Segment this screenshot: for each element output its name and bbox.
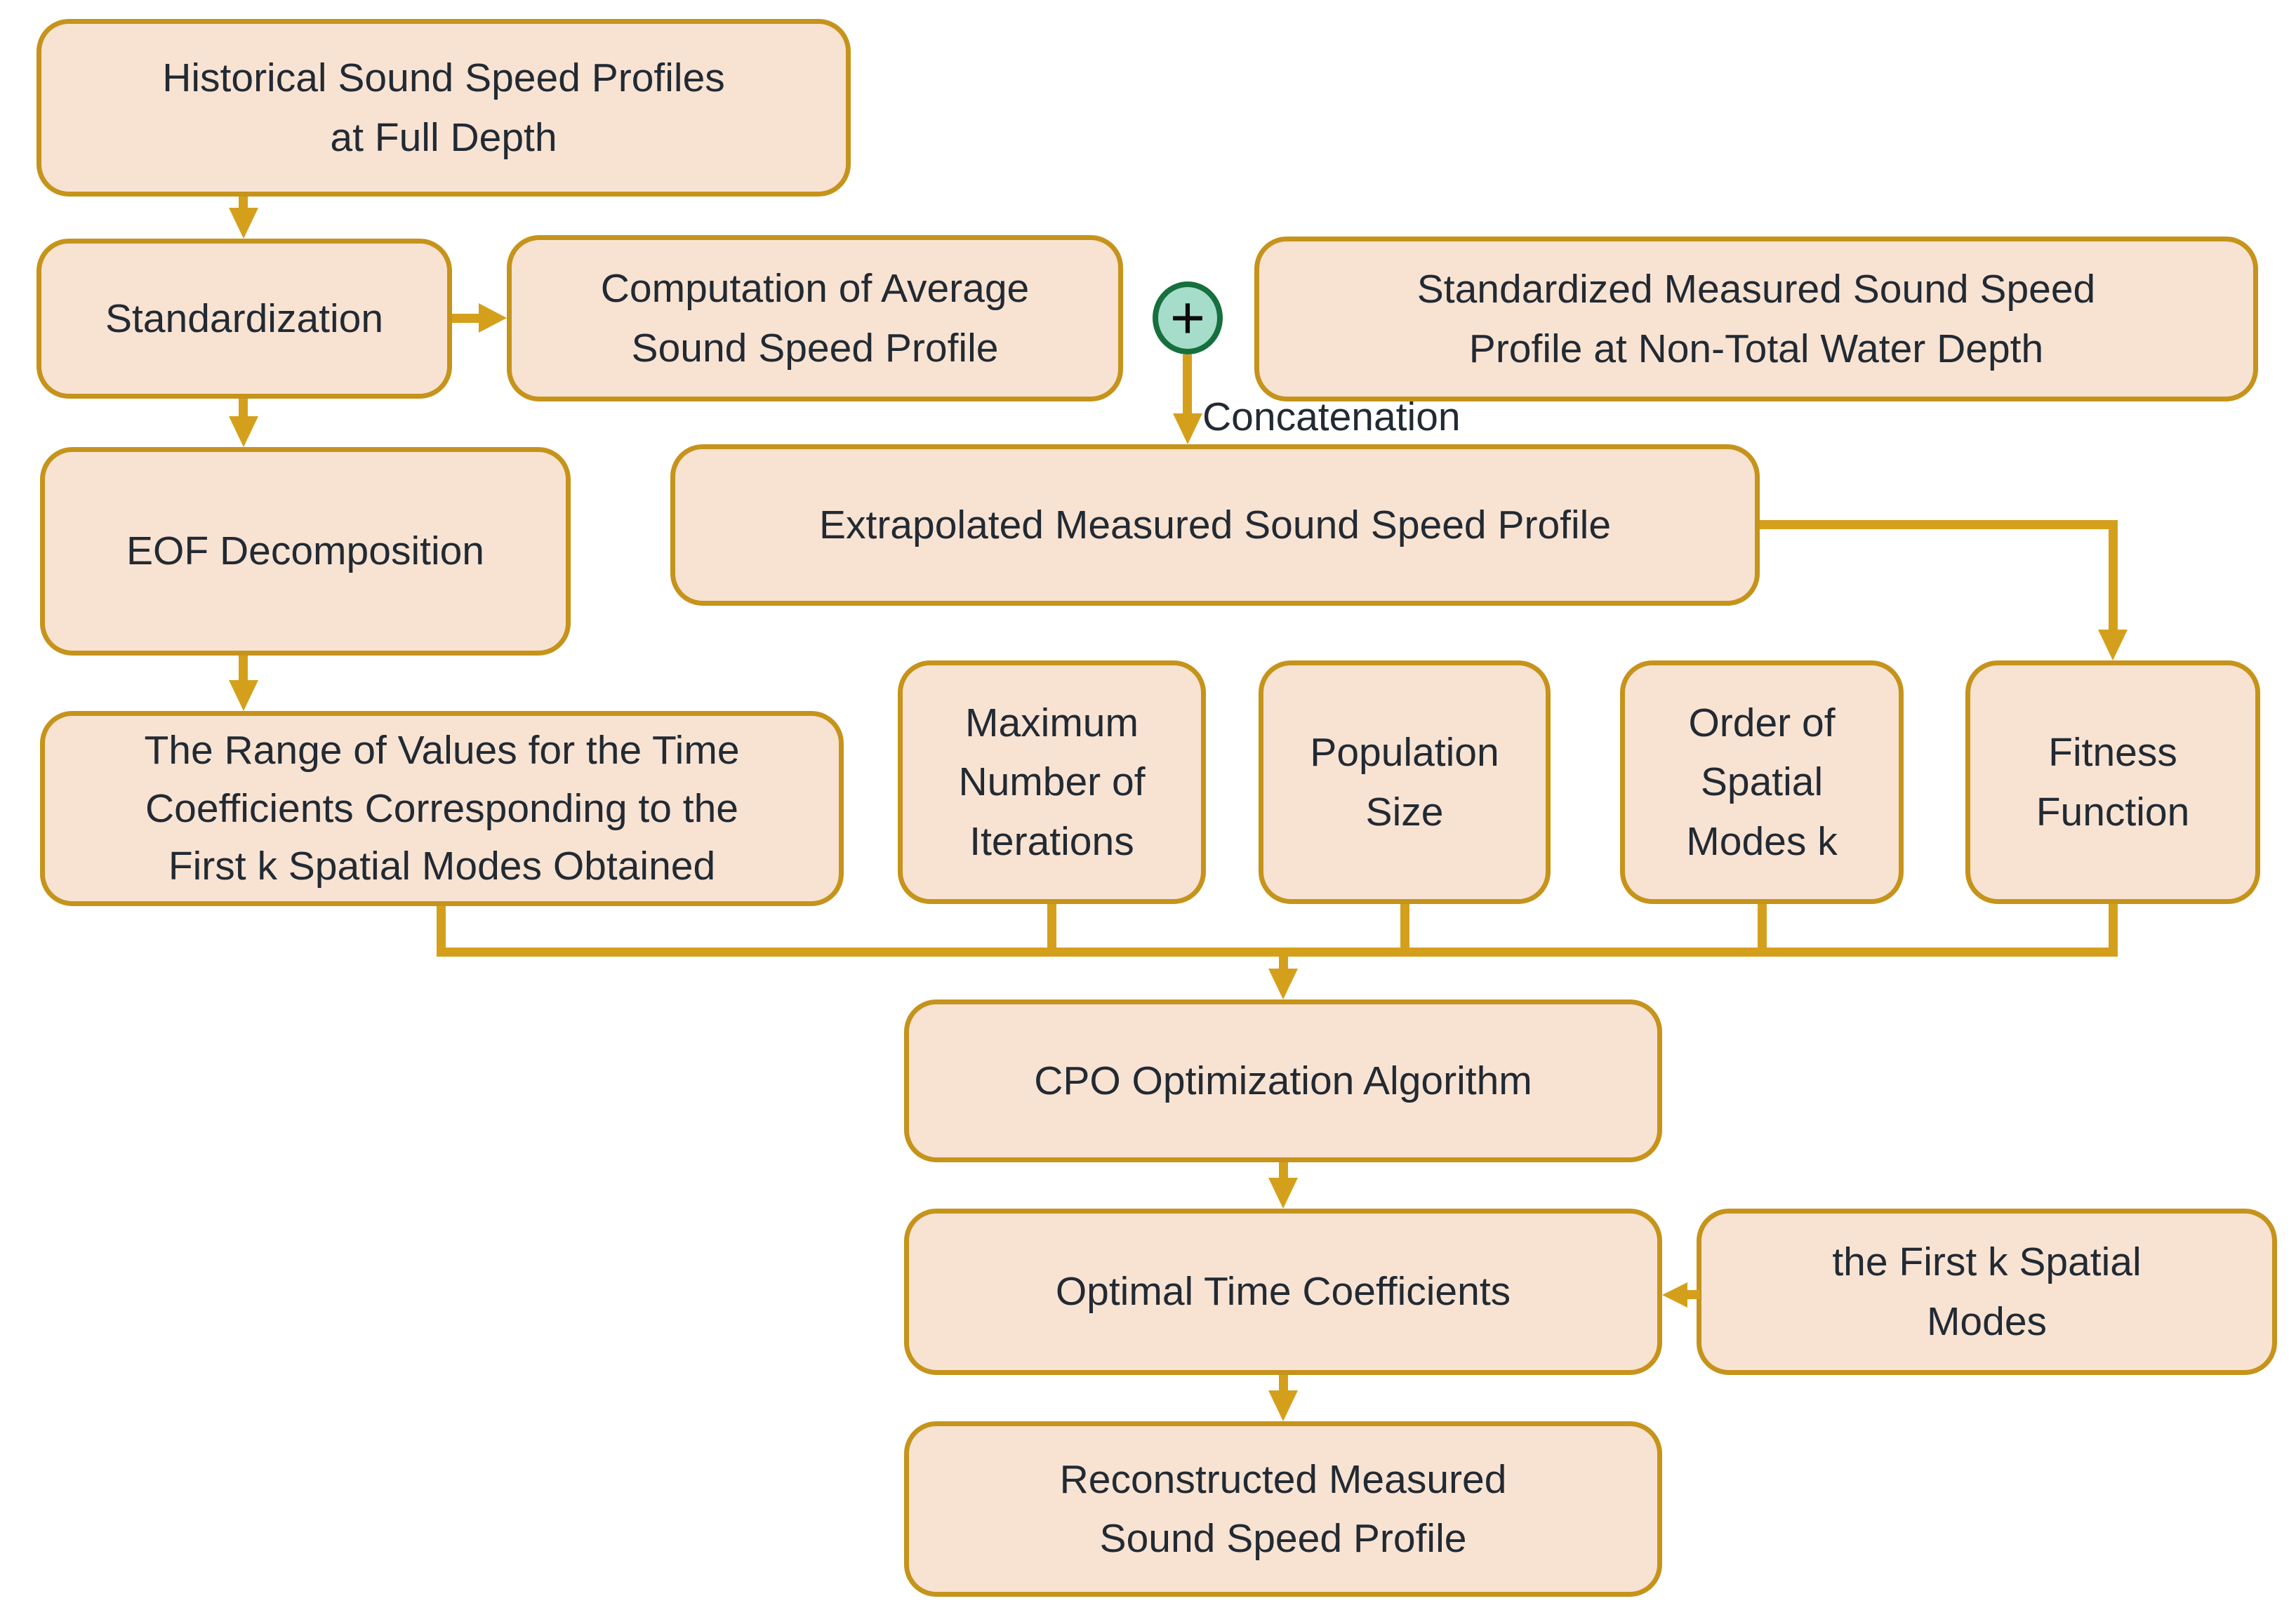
concatenation-label: Concatenation [1202,394,1461,439]
node-reconstructed-profile: Reconstructed Measured Sound Speed Profi… [904,1421,1662,1597]
arrowhead-historical-to-standardization [229,208,258,239]
line-range-to-bus [437,906,446,957]
node-max-iterations: Maximum Number of Iterations [898,660,1206,904]
node-first-k-modes: the First k Spatial Modes [1697,1209,2277,1375]
arrow-bus-to-cpo [1279,952,1288,971]
node-extrapolated-profile: Extrapolated Measured Sound Speed Profil… [670,444,1760,606]
plus-junction: + [1153,281,1223,354]
node-eof-decomposition: EOF Decomposition [40,447,571,656]
node-order-spatial-modes: Order of Spatial Modes k [1620,660,1904,904]
line-population-to-bus [1400,904,1409,957]
line-fitness-to-bus [2109,904,2118,957]
arrow-optimal-to-reconstructed [1279,1375,1288,1393]
arrow-standardization-to-computation [452,314,480,323]
line-extrapolated-to-fitness-v [2109,520,2118,631]
line-max-iterations-to-bus [1047,904,1056,957]
node-time-coefficient-range: The Range of Values for the Time Coeffic… [40,711,844,906]
node-population-size: Population Size [1259,660,1551,904]
arrowhead-eof-to-range [229,680,258,711]
arrowhead-bus-to-cpo [1268,969,1298,999]
node-optimal-coefficients: Optimal Time Coefficients [904,1209,1662,1375]
arrow-historical-to-standardization [239,197,248,211]
plus-icon: + [1169,284,1206,352]
line-extrapolated-to-fitness-h [1760,520,2118,529]
arrow-eof-to-range [239,656,248,682]
arrowhead-standardization-to-computation [479,303,507,333]
line-order-to-bus [1758,904,1767,957]
node-cpo-algorithm: CPO Optimization Algorithm [904,999,1662,1162]
arrowhead-plus-to-extrapolated [1173,413,1202,444]
arrowhead-extrapolated-to-fitness [2098,630,2128,660]
arrowhead-optimal-to-reconstructed [1268,1390,1298,1421]
node-standardization: Standardization [37,239,452,399]
node-computation-average: Computation of Average Sound Speed Profi… [507,235,1123,401]
node-historical-profiles: Historical Sound Speed Profiles at Full … [37,19,851,197]
bus-line [437,948,2118,957]
arrow-cpo-to-optimal [1279,1162,1288,1181]
node-standardized-measured: Standardized Measured Sound Speed Profil… [1254,237,2258,401]
node-fitness-function: Fitness Function [1965,660,2260,904]
arrowhead-firstk-to-optimal [1662,1282,1687,1308]
arrow-firstk-to-optimal [1686,1290,1700,1299]
arrow-standardization-to-eof [239,399,248,420]
arrowhead-standardization-to-eof [229,416,258,447]
arrowhead-cpo-to-optimal [1268,1178,1298,1209]
arrow-plus-to-extrapolated [1183,354,1192,415]
